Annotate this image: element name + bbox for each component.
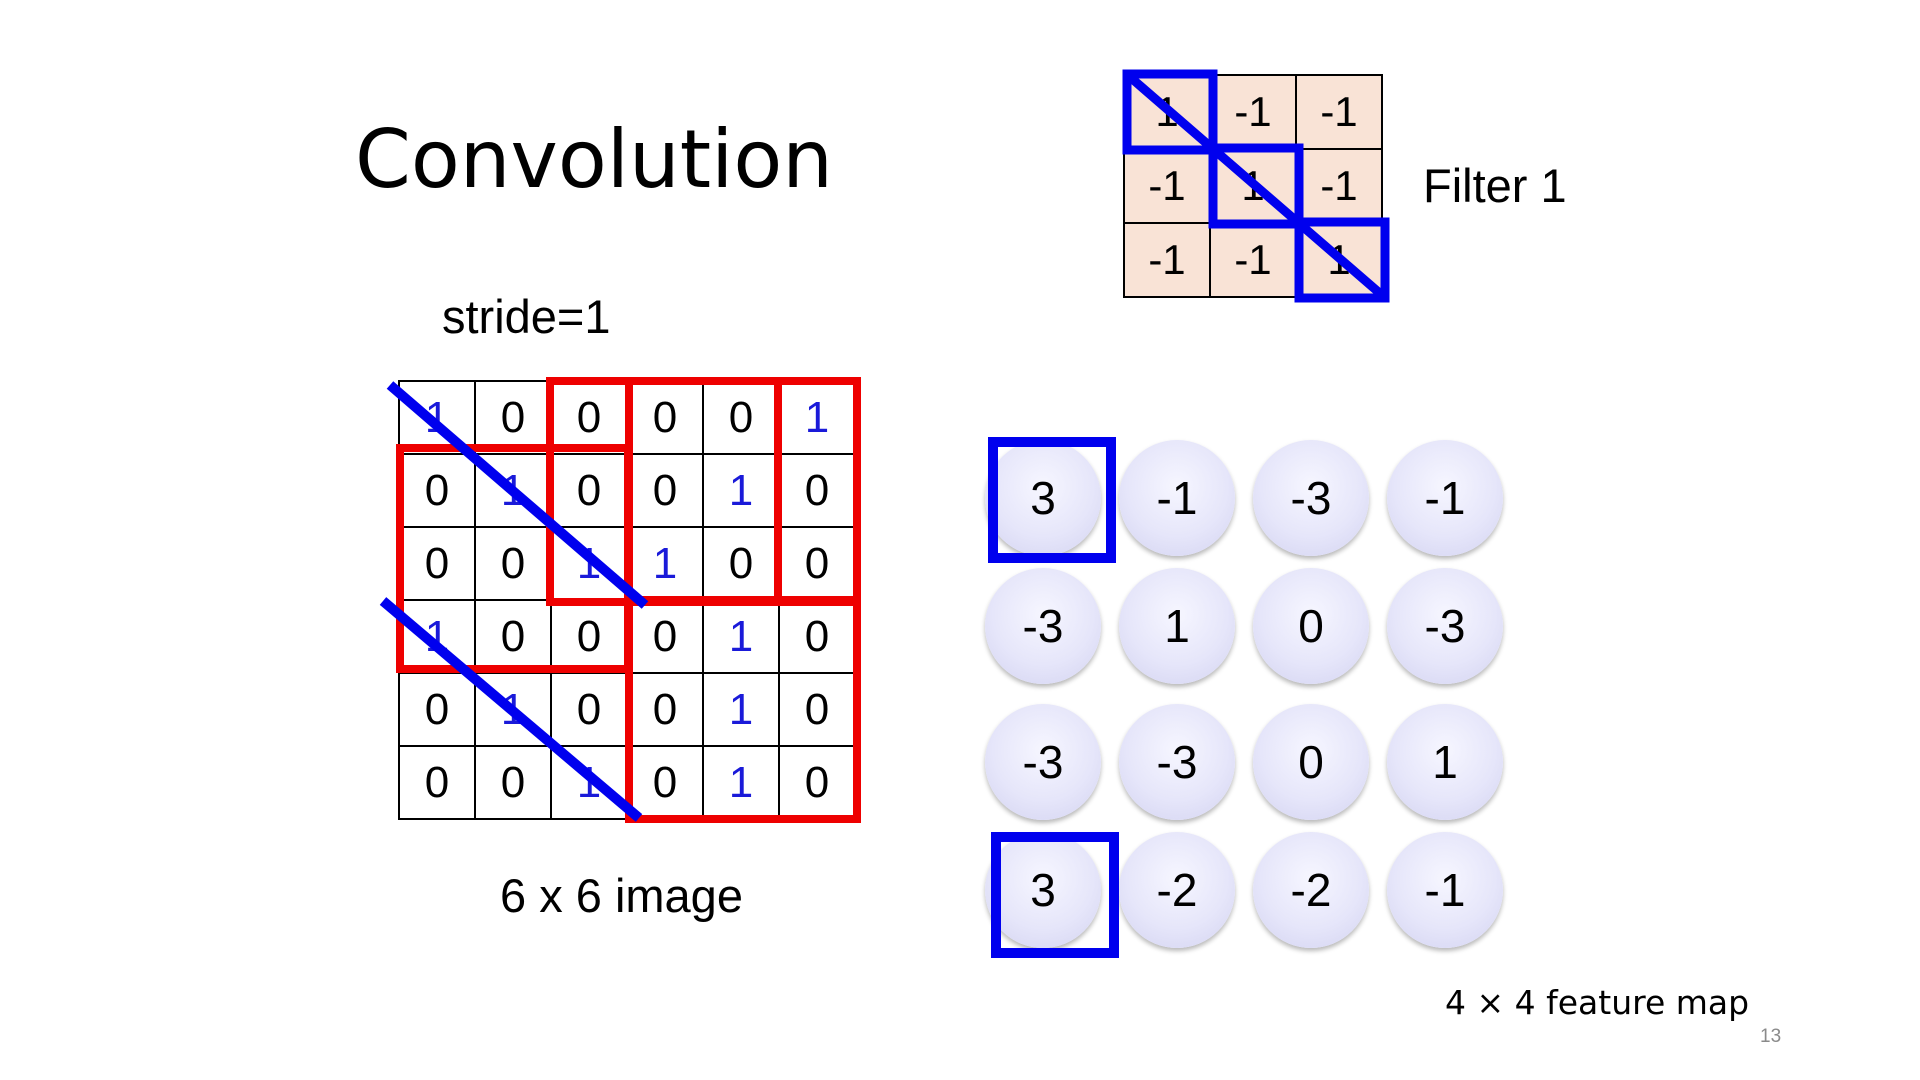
image-cell: 0 — [628, 455, 704, 528]
feature-map-caption: 4 × 4 feature map — [1445, 983, 1750, 1022]
feature-map-cell: -3 — [1387, 568, 1503, 684]
image-cell: 1 — [704, 674, 780, 747]
image-cell: 0 — [552, 674, 628, 747]
image-cell: 0 — [400, 455, 476, 528]
feature-map: 3 -1 -3 -1 -3 1 0 -3 -3 -3 0 1 3 -2 -2 -… — [985, 440, 1525, 960]
feature-map-cell: 3 — [985, 440, 1101, 556]
feature-map-cell: 0 — [1253, 704, 1369, 820]
image-cell: 1 — [552, 528, 628, 601]
feature-map-cell: 1 — [1387, 704, 1503, 820]
slide-title: Convolution — [355, 113, 833, 206]
filter-cell: 1 — [1211, 150, 1297, 224]
filter-cell: -1 — [1297, 76, 1383, 150]
image-cell: 0 — [476, 747, 552, 820]
image-cell: 0 — [780, 455, 856, 528]
image-cell: 0 — [552, 382, 628, 455]
feature-map-cell: -3 — [985, 704, 1101, 820]
image-cell: 0 — [780, 674, 856, 747]
feature-map-cell: -2 — [1119, 832, 1235, 948]
image-cell: 0 — [476, 382, 552, 455]
image-cell: 1 — [552, 747, 628, 820]
image-caption: 6 x 6 image — [500, 869, 743, 922]
image-cell: 1 — [704, 601, 780, 674]
image-cell: 1 — [704, 747, 780, 820]
image-cell: 0 — [476, 601, 552, 674]
image-cell: 1 — [476, 455, 552, 528]
image-grid: 1 0 0 0 0 1 0 1 0 0 1 0 0 0 1 1 0 0 1 0 … — [398, 380, 856, 820]
image-cell: 1 — [628, 528, 704, 601]
feature-map-cell: -3 — [1119, 704, 1235, 820]
feature-map-cell: 0 — [1253, 568, 1369, 684]
image-cell: 0 — [476, 528, 552, 601]
filter-cell: 1 — [1297, 224, 1383, 298]
image-cell: 0 — [400, 747, 476, 820]
image-cell: 0 — [628, 747, 704, 820]
filter-cell: -1 — [1211, 76, 1297, 150]
image-cell: 0 — [704, 382, 780, 455]
filter-cell: -1 — [1297, 150, 1383, 224]
image-cell: 1 — [400, 382, 476, 455]
image-cell: 0 — [552, 455, 628, 528]
filter-cell: -1 — [1211, 224, 1297, 298]
image-cell: 0 — [780, 528, 856, 601]
image-cell: 0 — [628, 601, 704, 674]
image-cell: 0 — [628, 674, 704, 747]
feature-map-cell: -1 — [1387, 832, 1503, 948]
feature-map-cell: -3 — [985, 568, 1101, 684]
feature-map-cell: -3 — [1253, 440, 1369, 556]
image-cell: 1 — [400, 601, 476, 674]
filter-label: Filter 1 — [1423, 159, 1567, 212]
image-cell: 0 — [400, 528, 476, 601]
feature-map-cell: -2 — [1253, 832, 1369, 948]
feature-map-cell: -1 — [1387, 440, 1503, 556]
filter-grid: 1 -1 -1 -1 1 -1 -1 -1 1 — [1123, 74, 1383, 298]
image-cell: 0 — [780, 747, 856, 820]
image-cell: 0 — [780, 601, 856, 674]
image-cell: 1 — [476, 674, 552, 747]
filter-cell: 1 — [1125, 76, 1211, 150]
feature-map-cell: -1 — [1119, 440, 1235, 556]
image-cell: 1 — [704, 455, 780, 528]
image-cell: 1 — [780, 382, 856, 455]
image-cell: 0 — [704, 528, 780, 601]
filter-cell: -1 — [1125, 150, 1211, 224]
image-cell: 0 — [628, 382, 704, 455]
image-cell: 0 — [400, 674, 476, 747]
page-number: 13 — [1760, 1026, 1782, 1047]
stride-label: stride=1 — [442, 290, 611, 343]
filter-cell: -1 — [1125, 224, 1211, 298]
feature-map-cell: 1 — [1119, 568, 1235, 684]
feature-map-cell: 3 — [985, 832, 1101, 948]
image-cell: 0 — [552, 601, 628, 674]
